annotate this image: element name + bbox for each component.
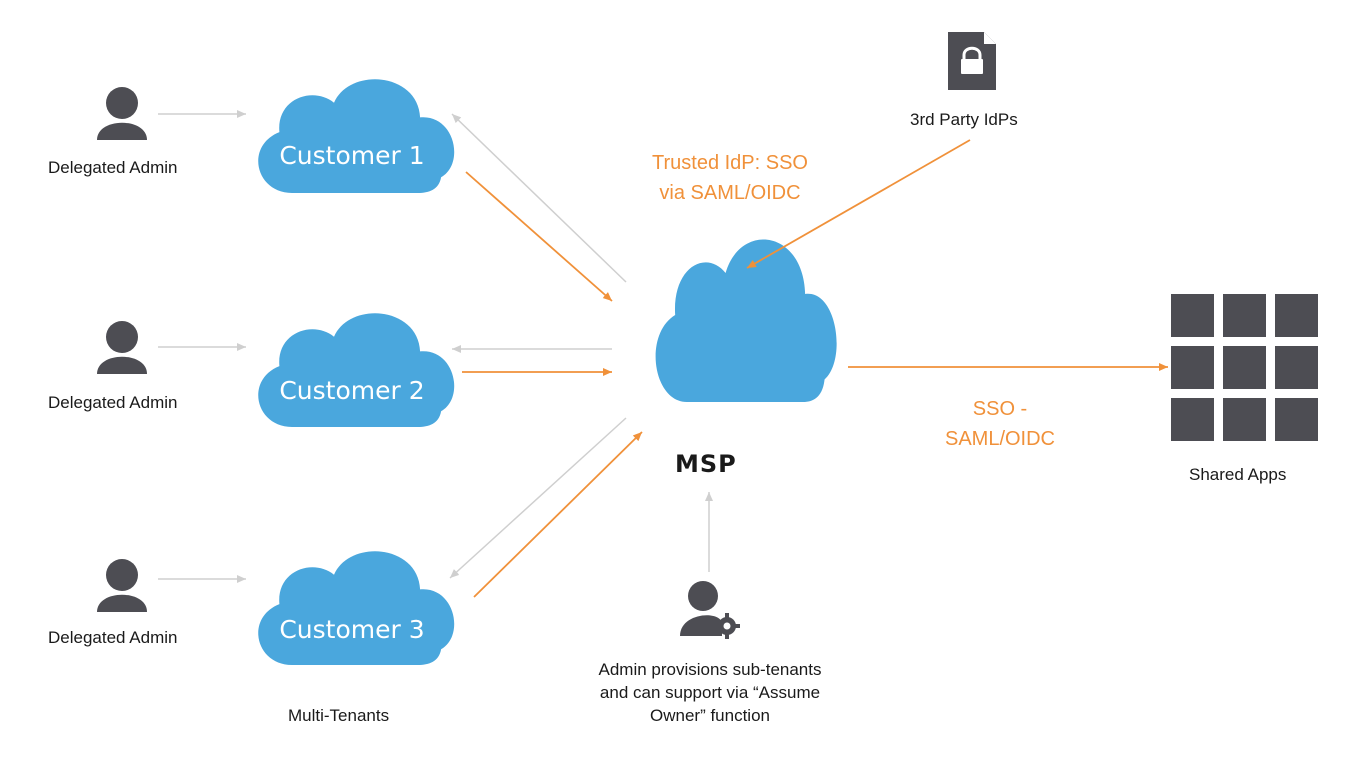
cloud-icon [258,79,455,193]
cloud-icon [258,551,455,665]
delegated-admin-label-3: Delegated Admin [48,628,178,647]
arrow-customer3-msp [473,431,643,598]
admin-note: Admin provisions sub-tenants and can sup… [565,658,855,727]
arrow-msp-customer1 [451,113,627,283]
shared-apps-label: Shared Apps [1189,465,1287,484]
customer-1-label: Customer 1 [279,141,424,170]
trusted-idp-note: Trusted IdP: SSO via SAML/OIDC [615,148,845,208]
delegated-admin-label-2: Delegated Admin [48,393,178,412]
admin-note-line1: Admin provisions sub-tenants [598,660,822,679]
person-icon [97,87,147,140]
arrow-msp-customer3 [449,417,627,579]
customer-3-label: Customer 3 [279,615,424,644]
customer-2-label: Customer 2 [279,376,424,405]
arrow-idp-msp [746,139,971,269]
trusted-idp-line1: Trusted IdP: SSO [652,152,808,174]
admin-note-line3: Owner” function [650,706,770,725]
lock-document-icon [948,32,996,90]
sso-note: SSO - SAML/OIDC [900,394,1100,454]
sso-line1: SSO - [972,398,1028,420]
cloud-icon [655,239,837,402]
idp-label: 3rd Party IdPs [910,110,1018,129]
delegated-admin-label-1: Delegated Admin [48,158,178,177]
admin-note-line2: and can support via “Assume [599,683,821,702]
person-icon [97,559,147,612]
msp-label: MSP [675,450,737,478]
multi-tenants-label: Multi-Tenants [288,706,390,725]
trusted-idp-line2: via SAML/OIDC [659,182,801,204]
app-grid-icon [1171,294,1318,441]
arrow-customer1-msp [465,171,613,302]
admin-gear-icon [680,581,740,639]
person-icon [97,321,147,374]
cloud-icon [258,313,455,427]
sso-line2: SAML/OIDC [944,428,1056,450]
